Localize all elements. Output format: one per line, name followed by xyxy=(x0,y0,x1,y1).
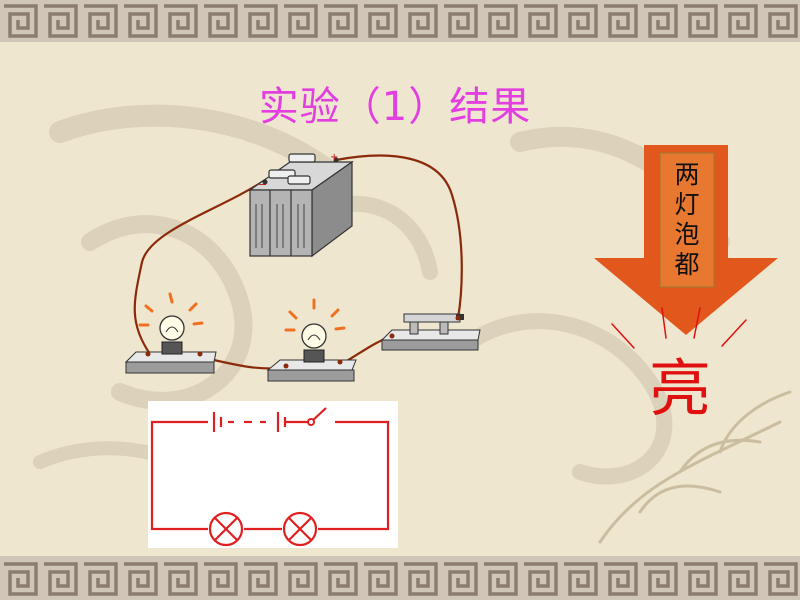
callout-char: 泡 xyxy=(674,220,700,249)
result-bright-text: 亮 xyxy=(648,352,711,425)
wire xyxy=(335,154,463,319)
wire xyxy=(204,356,283,370)
light-bulb-left xyxy=(124,292,217,374)
top-decorative-border xyxy=(0,0,800,42)
down-arrow-callout xyxy=(594,145,778,335)
svg-text:+: + xyxy=(330,152,338,163)
battery-pack: + − xyxy=(248,152,354,258)
slide-title: 实验（1）结果 xyxy=(258,84,532,130)
callout-char: 都 xyxy=(674,250,700,279)
bottom-decorative-border xyxy=(0,556,800,600)
callout-text: 两 灯 泡 都 xyxy=(661,154,713,286)
svg-text:−: − xyxy=(258,178,267,191)
callout-char: 两 xyxy=(674,160,700,189)
switch xyxy=(380,313,481,351)
light-bulb-right xyxy=(266,298,357,382)
callout-char: 灯 xyxy=(674,190,700,219)
glow-rays xyxy=(611,307,747,349)
wire xyxy=(133,179,266,355)
circuit-schematic xyxy=(148,401,398,548)
